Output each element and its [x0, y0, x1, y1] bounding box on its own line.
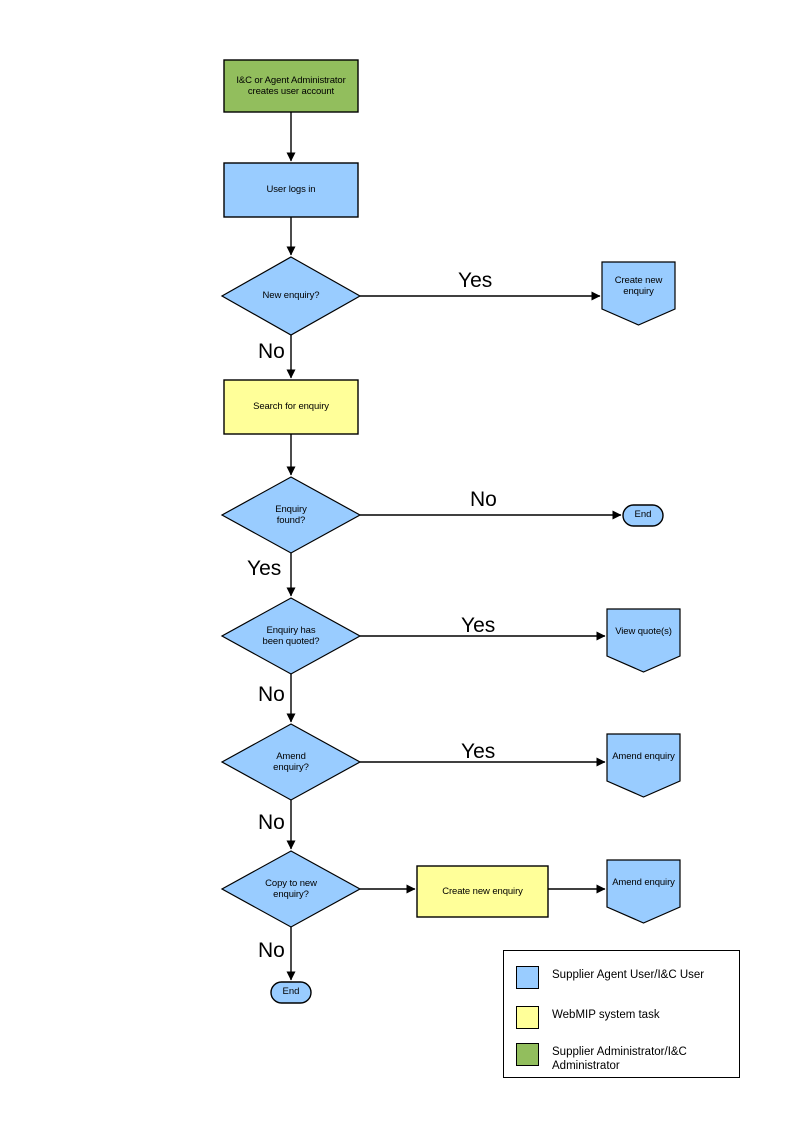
legend-label-admin: Supplier Administrator/I&C Administrator	[552, 1046, 687, 1072]
node-amend-enquiry-bottom	[606, 859, 681, 924]
legend: Supplier Agent User/I&C User WebMIP syst…	[503, 950, 740, 1078]
legend-item-system: WebMIP system task	[516, 1006, 660, 1029]
edge-label-enquiry-found-yes: Yes	[247, 557, 282, 580]
node-enquiry-found-decision	[220, 476, 362, 554]
node-create-new-enquiry-top	[601, 261, 676, 326]
edge-label-amend-enquiry-no: No	[258, 811, 285, 834]
legend-label-user: Supplier Agent User/I&C User	[552, 969, 705, 981]
edge-label-new-enquiry-no: No	[258, 340, 285, 363]
legend-label-system: WebMIP system task	[552, 1009, 660, 1021]
node-admin-creates-account	[223, 59, 359, 113]
node-enquiry-quoted-decision	[220, 597, 362, 675]
node-view-quotes	[606, 608, 681, 673]
node-end-not-found	[622, 504, 664, 527]
edge-label-new-enquiry-yes: Yes	[458, 269, 493, 292]
edge-label-enquiry-found-no: No	[470, 488, 497, 511]
legend-item-user: Supplier Agent User/I&C User	[516, 966, 704, 989]
edge-label-enquiry-quoted-yes: Yes	[461, 614, 496, 637]
legend-swatch-admin-green	[516, 1043, 539, 1066]
node-new-enquiry-decision	[220, 256, 362, 336]
edge-label-amend-enquiry-yes: Yes	[461, 740, 496, 763]
node-end-final	[270, 981, 312, 1004]
edge-label-copy-to-new-no: No	[258, 939, 285, 962]
legend-swatch-user-blue	[516, 966, 539, 989]
node-amend-enquiry-mid	[606, 733, 681, 798]
node-create-new-enquiry-bottom	[416, 865, 549, 918]
node-copy-to-new-decision	[220, 850, 362, 928]
node-search-for-enquiry	[223, 379, 359, 435]
legend-item-admin: Supplier Administrator/I&C Administrator	[516, 1043, 687, 1073]
legend-swatch-system-yellow	[516, 1006, 539, 1029]
edge-label-enquiry-quoted-no: No	[258, 683, 285, 706]
node-user-logs-in	[223, 162, 359, 218]
node-amend-enquiry-decision	[220, 723, 362, 801]
